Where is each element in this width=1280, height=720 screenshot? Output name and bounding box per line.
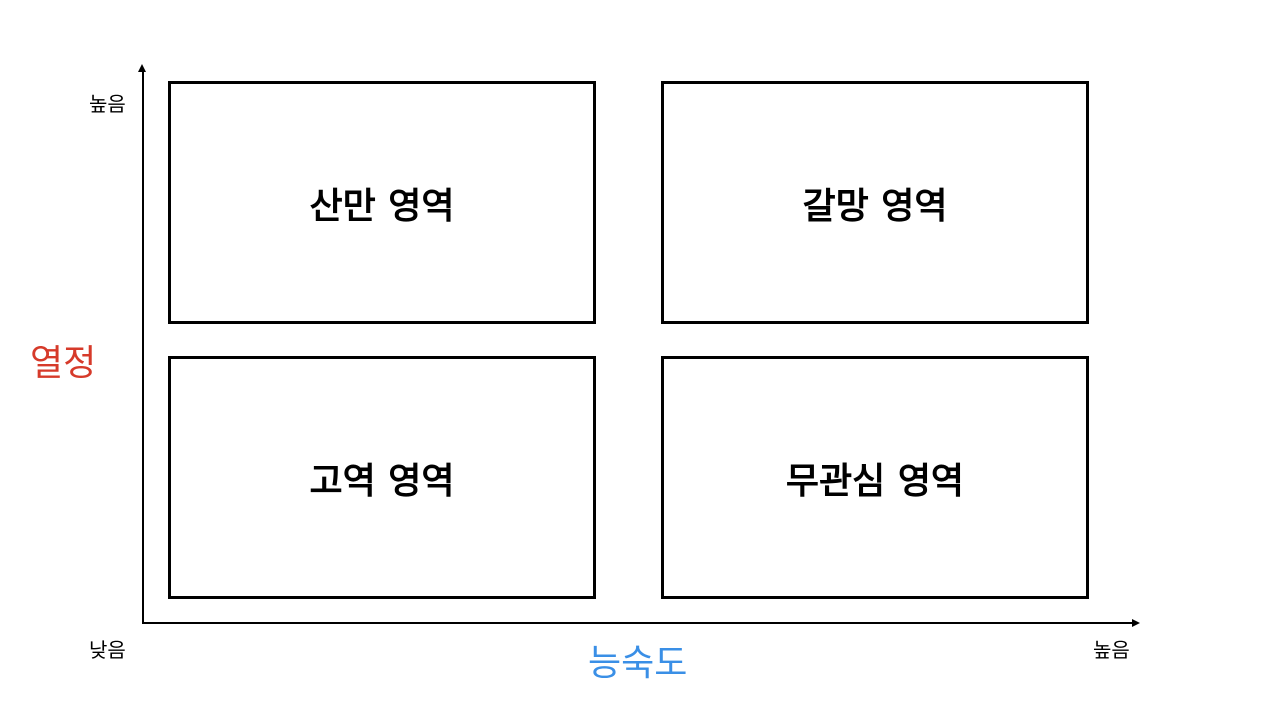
quadrant-label: 갈망 영역 bbox=[802, 185, 948, 227]
y-axis-high-label: 높음 bbox=[89, 92, 126, 116]
quadrant-label: 산만 영역 bbox=[309, 185, 455, 227]
x-axis-arrow-icon bbox=[1132, 618, 1140, 627]
origin-low-label: 낮음 bbox=[89, 638, 126, 662]
quadrant-top-right: 갈망 영역 bbox=[661, 81, 1089, 324]
quadrant-bottom-left: 고역 영역 bbox=[168, 356, 596, 599]
y-axis-arrow-icon bbox=[138, 64, 146, 72]
x-axis-high-label: 높음 bbox=[1093, 638, 1130, 662]
y-axis-title: 열정 bbox=[30, 343, 97, 384]
x-axis-line bbox=[142, 622, 1134, 624]
x-axis-title: 능숙도 bbox=[588, 643, 688, 684]
quadrant-bottom-right: 무관심 영역 bbox=[661, 356, 1089, 599]
quadrant-top-left: 산만 영역 bbox=[168, 81, 596, 324]
y-axis-line bbox=[142, 70, 144, 623]
quadrant-label: 무관심 영역 bbox=[785, 460, 965, 502]
quadrant-label: 고역 영역 bbox=[309, 460, 455, 502]
